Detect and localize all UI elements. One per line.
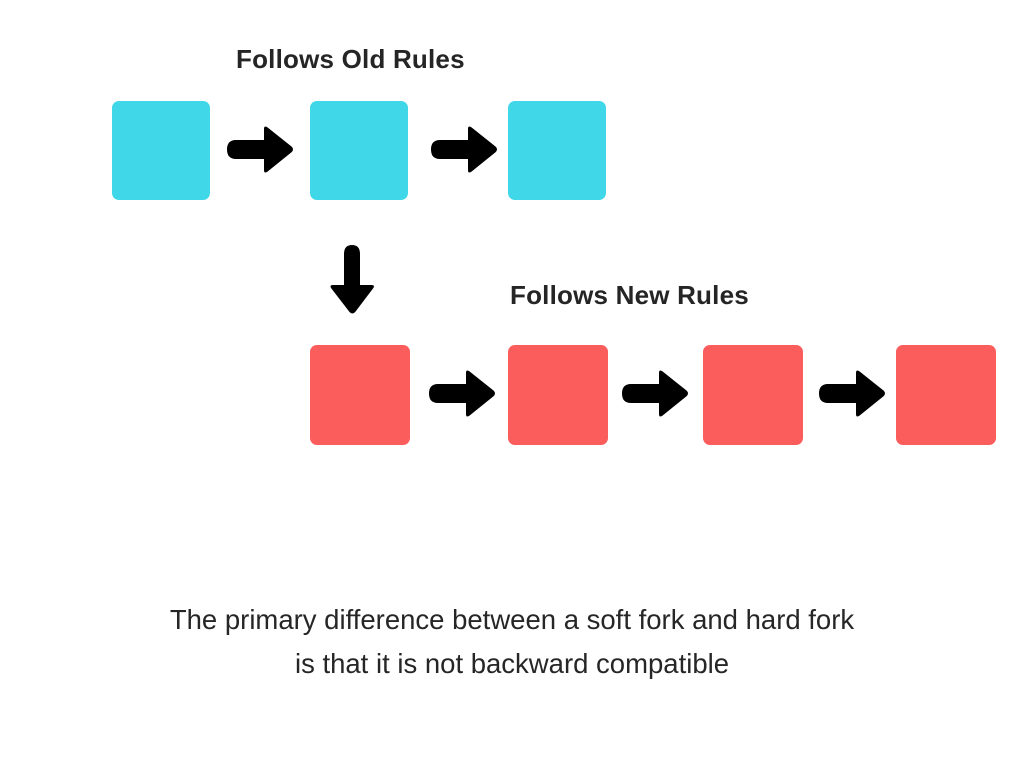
new-chain-block-2 (508, 345, 608, 445)
arrow-right-icon (818, 369, 886, 419)
old-chain-block-3 (508, 101, 606, 200)
new-chain-block-3 (703, 345, 803, 445)
arrow-right-icon (226, 125, 294, 175)
arrow-right-icon (428, 369, 496, 419)
caption-line-1: The primary difference between a soft fo… (169, 604, 855, 635)
new-chain-block-1 (310, 345, 410, 445)
arrow-right-icon (621, 369, 689, 419)
new-chain-block-4 (896, 345, 996, 445)
arrow-right-icon (430, 125, 498, 175)
old-chain-block-1 (112, 101, 210, 200)
caption-line-2: is that it is not backward compatible (294, 648, 730, 679)
old-chain-block-2 (310, 101, 408, 200)
follows-old-rules-label: Follows Old Rules (236, 44, 465, 74)
caption: The primary difference between a soft fo… (0, 598, 1024, 686)
arrow-down-icon (327, 244, 377, 316)
follows-new-rules-label: Follows New Rules (510, 280, 749, 310)
